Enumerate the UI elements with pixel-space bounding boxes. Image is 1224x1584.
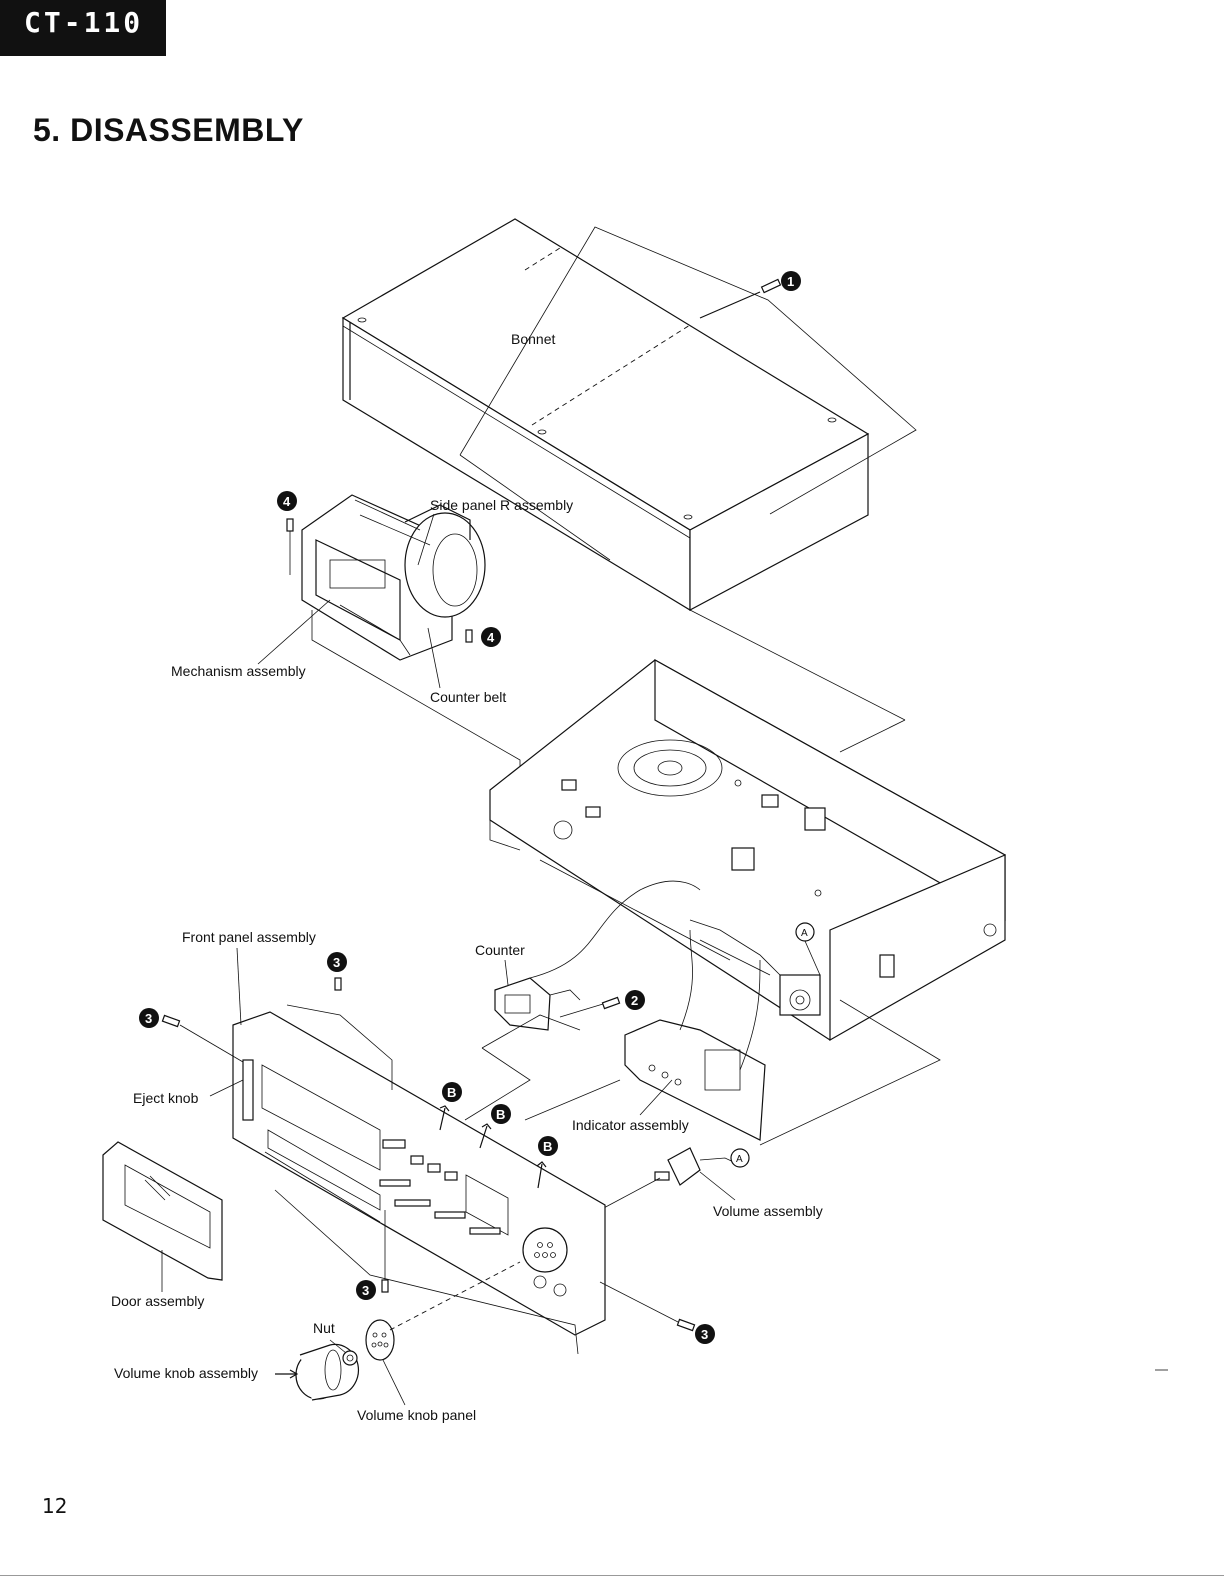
front-panel-assembly-label: Front panel assembly	[182, 929, 316, 945]
marker-b1-label: B	[447, 1085, 456, 1100]
marker-4a-label: 4	[283, 494, 291, 509]
screw-3d-icon	[600, 1282, 695, 1331]
marker-b2-label: B	[496, 1107, 505, 1122]
volume-assembly-part	[655, 1148, 740, 1185]
marker-1-label: 1	[787, 274, 794, 289]
screw-3b-icon	[162, 1015, 243, 1062]
counter-belt-label: Counter belt	[430, 689, 506, 705]
marker-2-label: 2	[631, 993, 638, 1008]
marker-a1-label: A	[801, 928, 808, 939]
nut-label: Nut	[313, 1320, 335, 1336]
screw-1-icon	[700, 279, 780, 318]
volume-knob-panel-label: Volume knob panel	[357, 1407, 476, 1423]
bonnet-part	[343, 219, 916, 752]
screw-4b-icon	[466, 630, 472, 642]
nut-part	[343, 1351, 357, 1365]
chassis-part	[490, 660, 1005, 1040]
mechanism-assembly-part	[302, 495, 485, 660]
marker-3b-label: 3	[145, 1011, 152, 1026]
screw-2-icon	[560, 997, 620, 1017]
mechanism-assembly-label: Mechanism assembly	[171, 663, 306, 679]
marker-a2-label: A	[736, 1154, 743, 1165]
side-panel-r-label: Side panel R assembly	[430, 497, 573, 513]
counter-label: Counter	[475, 942, 525, 958]
arrow-knob-icon	[275, 1370, 297, 1378]
door-assembly-label: Door assembly	[111, 1293, 204, 1309]
volume-assembly-label: Volume assembly	[713, 1203, 823, 1219]
volume-knob-assembly-label: Volume knob assembly	[114, 1365, 258, 1381]
page-number: 12	[42, 1494, 67, 1518]
screw-4a-icon	[287, 519, 293, 575]
marker-b3-label: B	[543, 1139, 552, 1154]
marker-3c-label: 3	[362, 1283, 369, 1298]
indicator-assembly-label: Indicator assembly	[572, 1117, 689, 1133]
door-assembly-part	[103, 1142, 222, 1280]
screw-3a-icon	[335, 978, 341, 990]
marker-3a-label: 3	[333, 955, 340, 970]
marker-3d-label: 3	[701, 1327, 708, 1342]
volume-knob-panel-part	[366, 1320, 394, 1360]
eject-knob-label: Eject knob	[133, 1090, 199, 1106]
marker-4b-label: 4	[487, 630, 495, 645]
bottom-rule	[0, 1575, 1224, 1576]
bonnet-label: Bonnet	[511, 331, 555, 347]
